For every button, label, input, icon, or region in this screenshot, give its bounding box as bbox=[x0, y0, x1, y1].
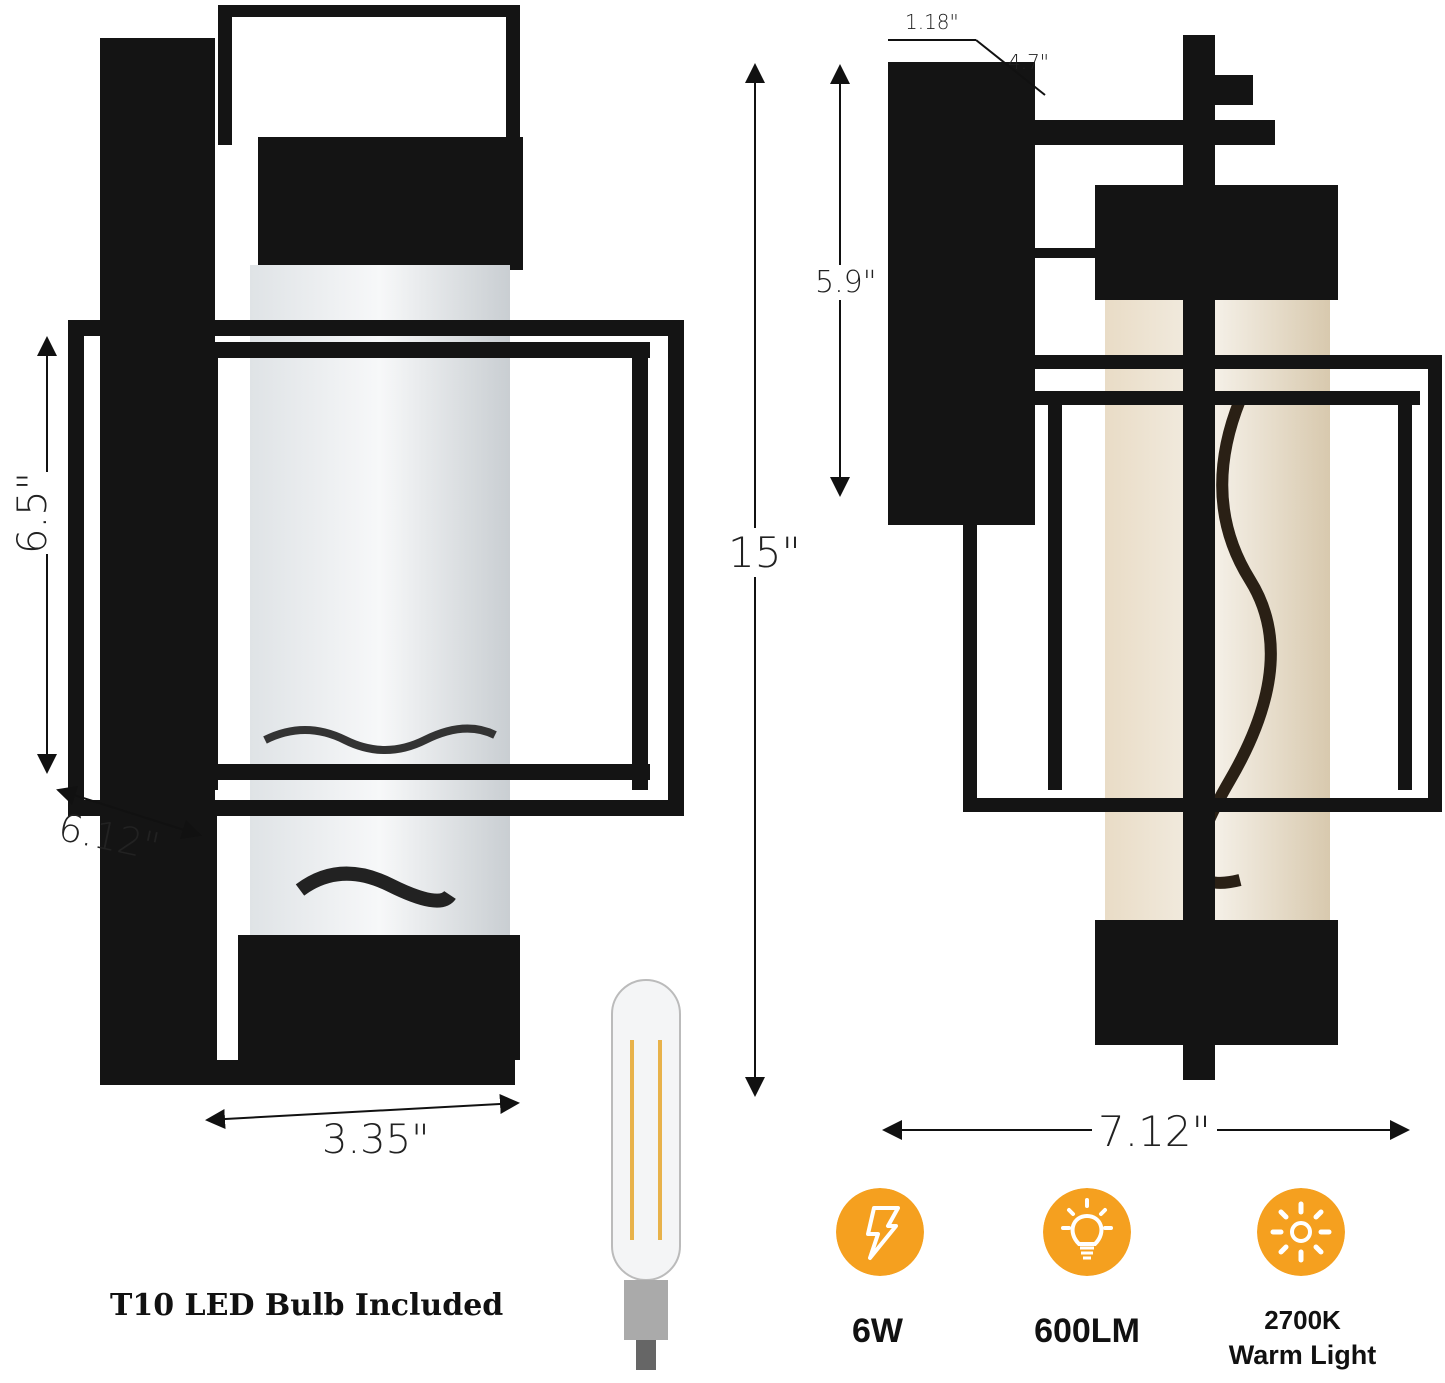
bulb-caption: T10 LED Bulb Included bbox=[110, 1288, 504, 1323]
backplate-depth-label: 1.18" bbox=[905, 10, 959, 34]
total-height-label: 15" bbox=[728, 528, 801, 577]
base-width-label: 3.35" bbox=[322, 1117, 430, 1163]
front-view-lamp bbox=[68, 5, 684, 1085]
lightning-icon bbox=[836, 1188, 924, 1276]
lumens-label: 600LM bbox=[1034, 1312, 1140, 1350]
color-temp-label: 2700K bbox=[1264, 1305, 1341, 1335]
wattage-label: 6W bbox=[852, 1312, 903, 1350]
sun-icon bbox=[1257, 1188, 1345, 1276]
total-width-label: 7.12" bbox=[1092, 1107, 1217, 1156]
backplate-height-label: 5.9" bbox=[815, 265, 877, 300]
side-view-lamp bbox=[888, 35, 1442, 1080]
extension-label: 4.7" bbox=[1008, 50, 1050, 74]
cage-height-label: 6.5" bbox=[10, 471, 57, 555]
warm-light-label: Warm Light bbox=[1228, 1340, 1377, 1370]
t10-bulb-image bbox=[611, 979, 681, 1370]
lightbulb-icon bbox=[1043, 1188, 1131, 1276]
